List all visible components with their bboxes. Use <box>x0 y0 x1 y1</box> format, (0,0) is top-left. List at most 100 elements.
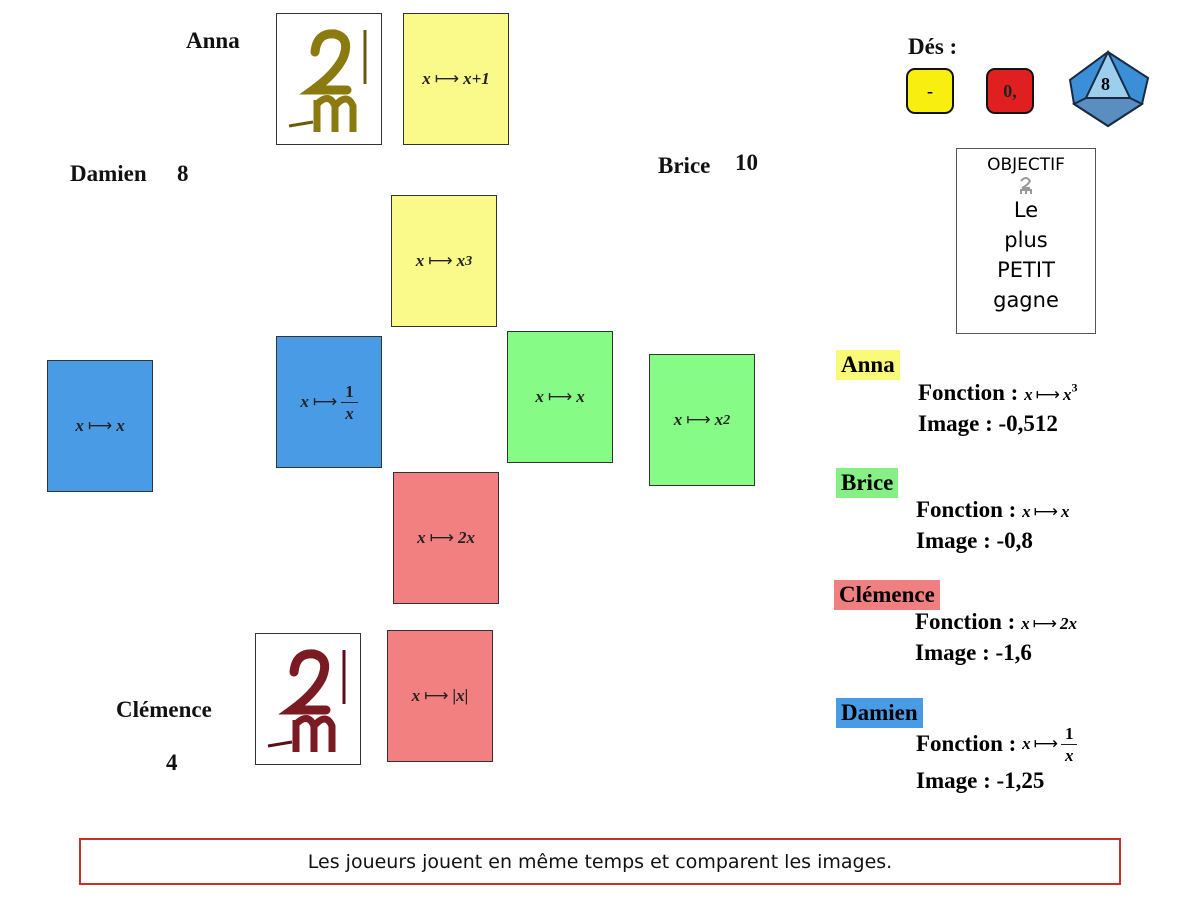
image-label: Image : <box>916 528 991 553</box>
objective-box: OBJECTIF Le plus PETIT gagne <box>956 148 1096 334</box>
summary-name-brice: Brice <box>836 468 899 498</box>
card-anna[interactable]: x⟼x+1 <box>403 13 509 145</box>
function-label: Fonction : <box>918 380 1019 405</box>
card-lhs: x <box>673 410 683 429</box>
image-value: -0,512 <box>998 411 1058 436</box>
objective-title: OBJECTIF <box>987 155 1065 175</box>
card-damien[interactable]: x⟼x <box>47 360 153 492</box>
lhs: x <box>1024 385 1033 404</box>
rhs: 2x <box>1059 614 1077 633</box>
objective-line: PETIT <box>997 258 1055 282</box>
irem-small-logo-icon <box>1020 177 1032 194</box>
irem-logo-icon <box>267 649 346 752</box>
player-name-damien: Damien <box>70 161 147 186</box>
player-name-anna: Anna <box>186 28 240 53</box>
player-name-brice: Brice <box>658 153 711 178</box>
summary-function-clemence: Fonction : x⟼2x <box>915 609 1077 635</box>
d8-icon <box>1068 49 1150 128</box>
function-label: Fonction : <box>916 731 1017 756</box>
d8-value: 8 <box>1101 74 1110 94</box>
card-rhs: x <box>576 387 585 406</box>
card-exponent: 2 <box>723 411 731 428</box>
maps-to-icon: ⟼ <box>428 251 453 270</box>
card-lhs: x <box>411 686 421 705</box>
numerator: 1 <box>341 383 358 403</box>
player-name-clemence: Clémence <box>116 697 212 722</box>
maps-to-icon: ⟼ <box>686 410 711 429</box>
digit-die[interactable]: 0, <box>986 68 1034 114</box>
irem-logo-icon <box>288 29 367 132</box>
card-lhs: x <box>417 528 426 547</box>
card-rhs: x <box>116 416 125 435</box>
card-lhs: x <box>535 387 544 406</box>
card-lhs: x <box>415 251 425 270</box>
deck-card-back-anna[interactable] <box>276 13 382 145</box>
deck-card-back-clemence[interactable] <box>255 633 361 765</box>
card-lhs: x <box>300 392 309 411</box>
image-value: -0,8 <box>996 528 1033 553</box>
maps-to-icon: ⟼ <box>1032 614 1057 633</box>
sign-die[interactable]: - <box>906 68 954 114</box>
denominator: x <box>345 403 354 423</box>
summary-image-brice: Image : -0,8 <box>916 528 1033 554</box>
function-label: Fonction : <box>916 497 1017 522</box>
exponent: 3 <box>1071 380 1078 395</box>
card-rhs: x <box>456 251 466 270</box>
summary-function-brice: Fonction : x⟼x <box>916 497 1069 523</box>
maps-to-icon: ⟼ <box>434 69 460 88</box>
lhs: x <box>1022 734 1031 753</box>
image-value: -1,25 <box>996 768 1045 793</box>
dice-title: Dés : <box>908 34 958 59</box>
card-rhs: x+1 <box>463 69 490 88</box>
denominator: x <box>1064 745 1074 765</box>
summary-name-anna: Anna <box>836 350 900 380</box>
numerator: 1 <box>1060 725 1078 745</box>
image-value: -1,6 <box>995 640 1032 665</box>
card-rhs: |x| <box>452 686 469 705</box>
player-score-clemence: 4 <box>166 750 178 775</box>
image-label: Image : <box>918 411 993 436</box>
footer-caption: Les joueurs jouent en même temps et comp… <box>79 838 1121 885</box>
maps-to-icon: ⟼ <box>312 392 338 411</box>
lhs: x <box>1021 614 1030 633</box>
maps-to-icon: ⟼ <box>87 416 113 435</box>
player-score-damien: 8 <box>177 161 189 186</box>
player-score-brice: 10 <box>735 150 758 175</box>
maps-to-icon: ⟼ <box>424 686 449 705</box>
objective-line: plus <box>1004 228 1048 252</box>
maps-to-icon: ⟼ <box>1033 734 1058 753</box>
image-label: Image : <box>915 640 990 665</box>
card-rhs: x <box>714 410 724 429</box>
card-exponent: 3 <box>465 252 473 269</box>
maps-to-icon: ⟼ <box>1035 385 1060 404</box>
maps-to-icon: ⟼ <box>1033 502 1058 521</box>
summary-name-damien: Damien <box>836 698 923 728</box>
card-center-right[interactable]: x⟼x <box>507 331 613 463</box>
maps-to-icon: ⟼ <box>429 528 454 547</box>
card-lhs: x <box>422 69 431 88</box>
card-center-bottom[interactable]: x⟼2x <box>393 472 499 604</box>
objective-line: Le <box>1013 198 1039 222</box>
card-clemence[interactable]: x⟼|x| <box>387 630 493 762</box>
summary-name-clemence: Clémence <box>834 580 940 610</box>
d8-die[interactable]: 8 <box>1068 49 1152 128</box>
objective-line: gagne <box>993 288 1059 312</box>
summary-image-damien: Image : -1,25 <box>916 768 1044 794</box>
lhs: x <box>1022 502 1031 521</box>
rhs: x <box>1060 502 1070 521</box>
rhs: x <box>1062 385 1072 404</box>
summary-image-anna: Image : -0,512 <box>918 411 1058 437</box>
image-label: Image : <box>916 768 991 793</box>
card-rhs: 2x <box>457 528 475 547</box>
function-label: Fonction : <box>915 609 1016 634</box>
summary-function-anna: Fonction : x⟼x3 <box>918 380 1077 406</box>
card-lhs: x <box>75 416 84 435</box>
maps-to-icon: ⟼ <box>547 387 573 406</box>
summary-image-clemence: Image : -1,6 <box>915 640 1032 666</box>
